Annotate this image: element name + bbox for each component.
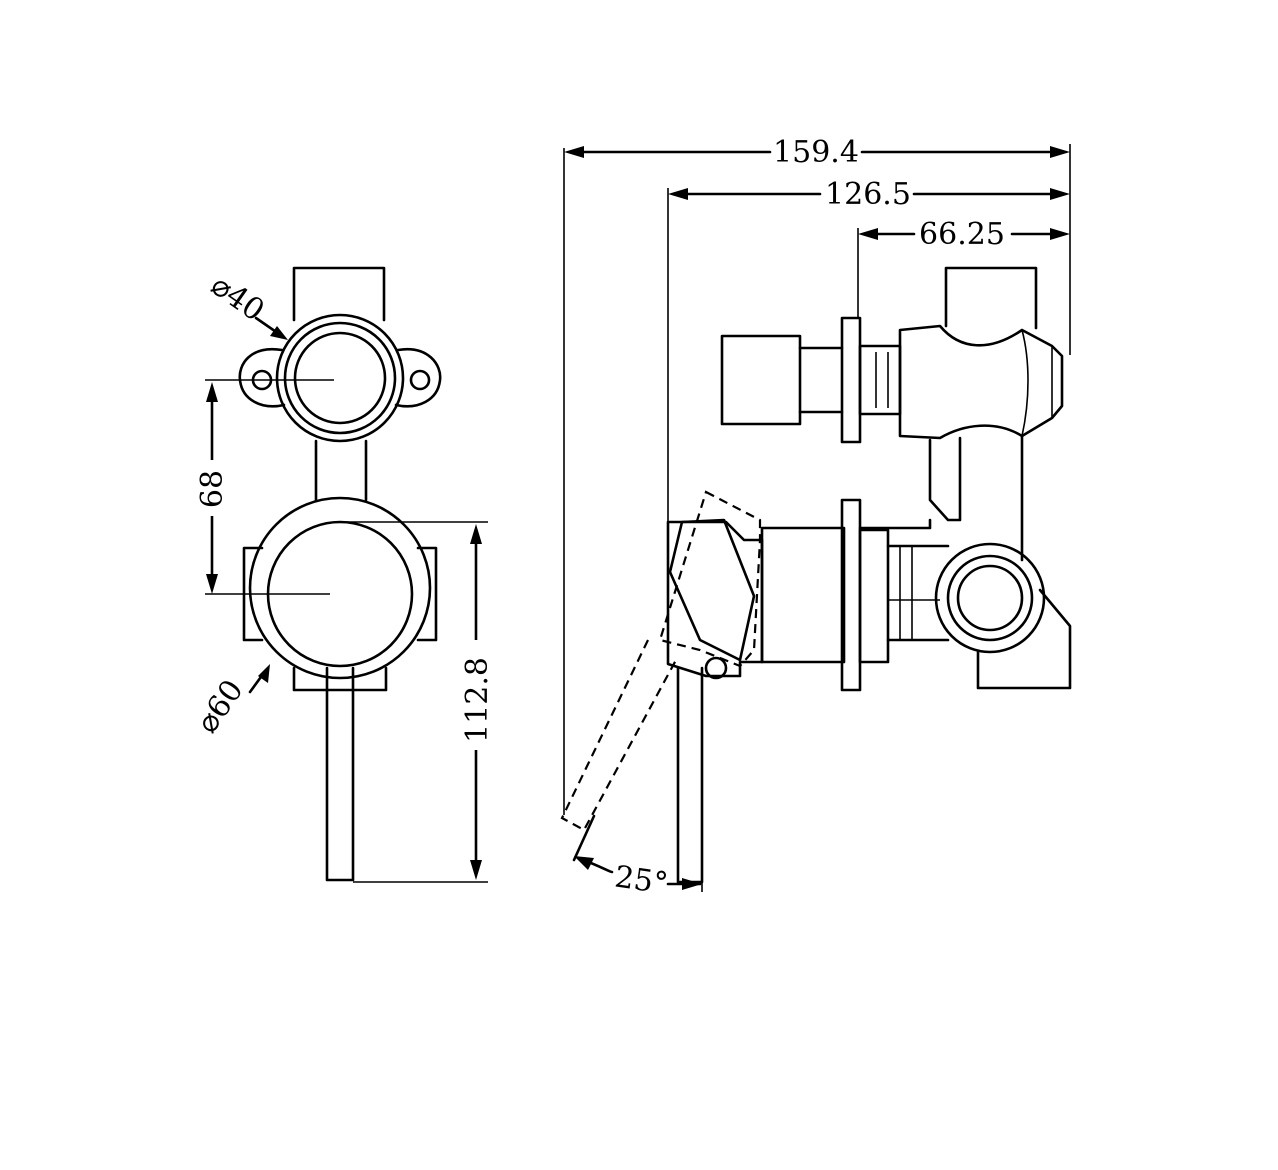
overall-depth-label: 159.4 — [773, 135, 859, 170]
lower-port-inner — [956, 564, 1024, 632]
rotated-hub-ghost — [658, 490, 762, 668]
lever-depth-arrow-right — [1050, 188, 1070, 200]
front-neck — [314, 439, 368, 502]
front-bottom-outer-circle — [248, 496, 432, 680]
lower-port-mid — [946, 554, 1034, 642]
lower-port-outer — [934, 542, 1046, 654]
spacing-label: 68 — [195, 470, 230, 508]
angle-arrow-left — [574, 856, 594, 870]
dia-bottom-label: ⌀60 — [190, 673, 251, 739]
valve-body-edges — [886, 544, 950, 642]
front-top-inner-circle — [293, 331, 387, 425]
front-right-ear — [394, 347, 442, 408]
body-depth-arrow-right — [1050, 228, 1070, 240]
angle-label: 25° — [613, 860, 671, 902]
body-depth-label: 66.25 — [919, 217, 1005, 252]
lever-hub-screw — [704, 656, 728, 680]
front-right-lug — [416, 546, 438, 642]
column-left — [928, 436, 962, 522]
front-top-mid-circle — [283, 321, 397, 435]
valve-collar — [858, 528, 890, 664]
front-lever — [325, 666, 355, 882]
spacing-arrow-bottom — [206, 574, 218, 594]
front-right-ear-hole — [409, 369, 431, 391]
front-top-outer-circle — [275, 313, 405, 443]
upper-outlet — [944, 266, 1038, 330]
side-view: 159.4 126.5 66.25 — [560, 135, 1072, 902]
height-label-bg — [460, 640, 494, 750]
height-arrow-top — [470, 524, 482, 544]
dia-bottom-arrow — [258, 664, 270, 683]
front-view: 68 112.8 ⌀40 ⌀60 — [190, 266, 495, 883]
lever-depth-label: 126.5 — [825, 177, 911, 212]
rotated-lever-ghost — [560, 639, 677, 832]
front-bottom-lug — [292, 666, 388, 692]
lever-depth-arrow-left — [668, 188, 688, 200]
spacing-label-bg — [196, 460, 230, 516]
angle-extension-line — [572, 814, 596, 862]
upper-body-seam — [1021, 329, 1029, 437]
height-arrow-bottom — [470, 860, 482, 880]
diverter-spindle — [798, 346, 844, 414]
upper-body — [898, 324, 1064, 440]
column-base — [858, 518, 932, 530]
angle-arrow-right — [682, 878, 702, 890]
valve-sleeve — [760, 526, 846, 664]
dia-top-arrow — [270, 326, 288, 340]
lower-port-housing — [976, 588, 1072, 690]
overall-depth-arrow-right — [1050, 146, 1070, 158]
front-top-stub — [292, 266, 386, 322]
dia-top-label: ⌀40 — [204, 268, 270, 329]
overall-depth-arrow-left — [564, 146, 584, 158]
lever-hub-inner — [668, 518, 756, 662]
height-label: 112.8 — [460, 657, 495, 743]
diverter-collar — [858, 344, 902, 416]
spacing-arrow-top — [206, 382, 218, 402]
diverter-cap — [720, 334, 802, 426]
diverter-flange — [840, 316, 862, 444]
lever-hub — [666, 520, 764, 678]
side-lever — [676, 666, 704, 884]
body-depth-arrow-left — [858, 228, 878, 240]
